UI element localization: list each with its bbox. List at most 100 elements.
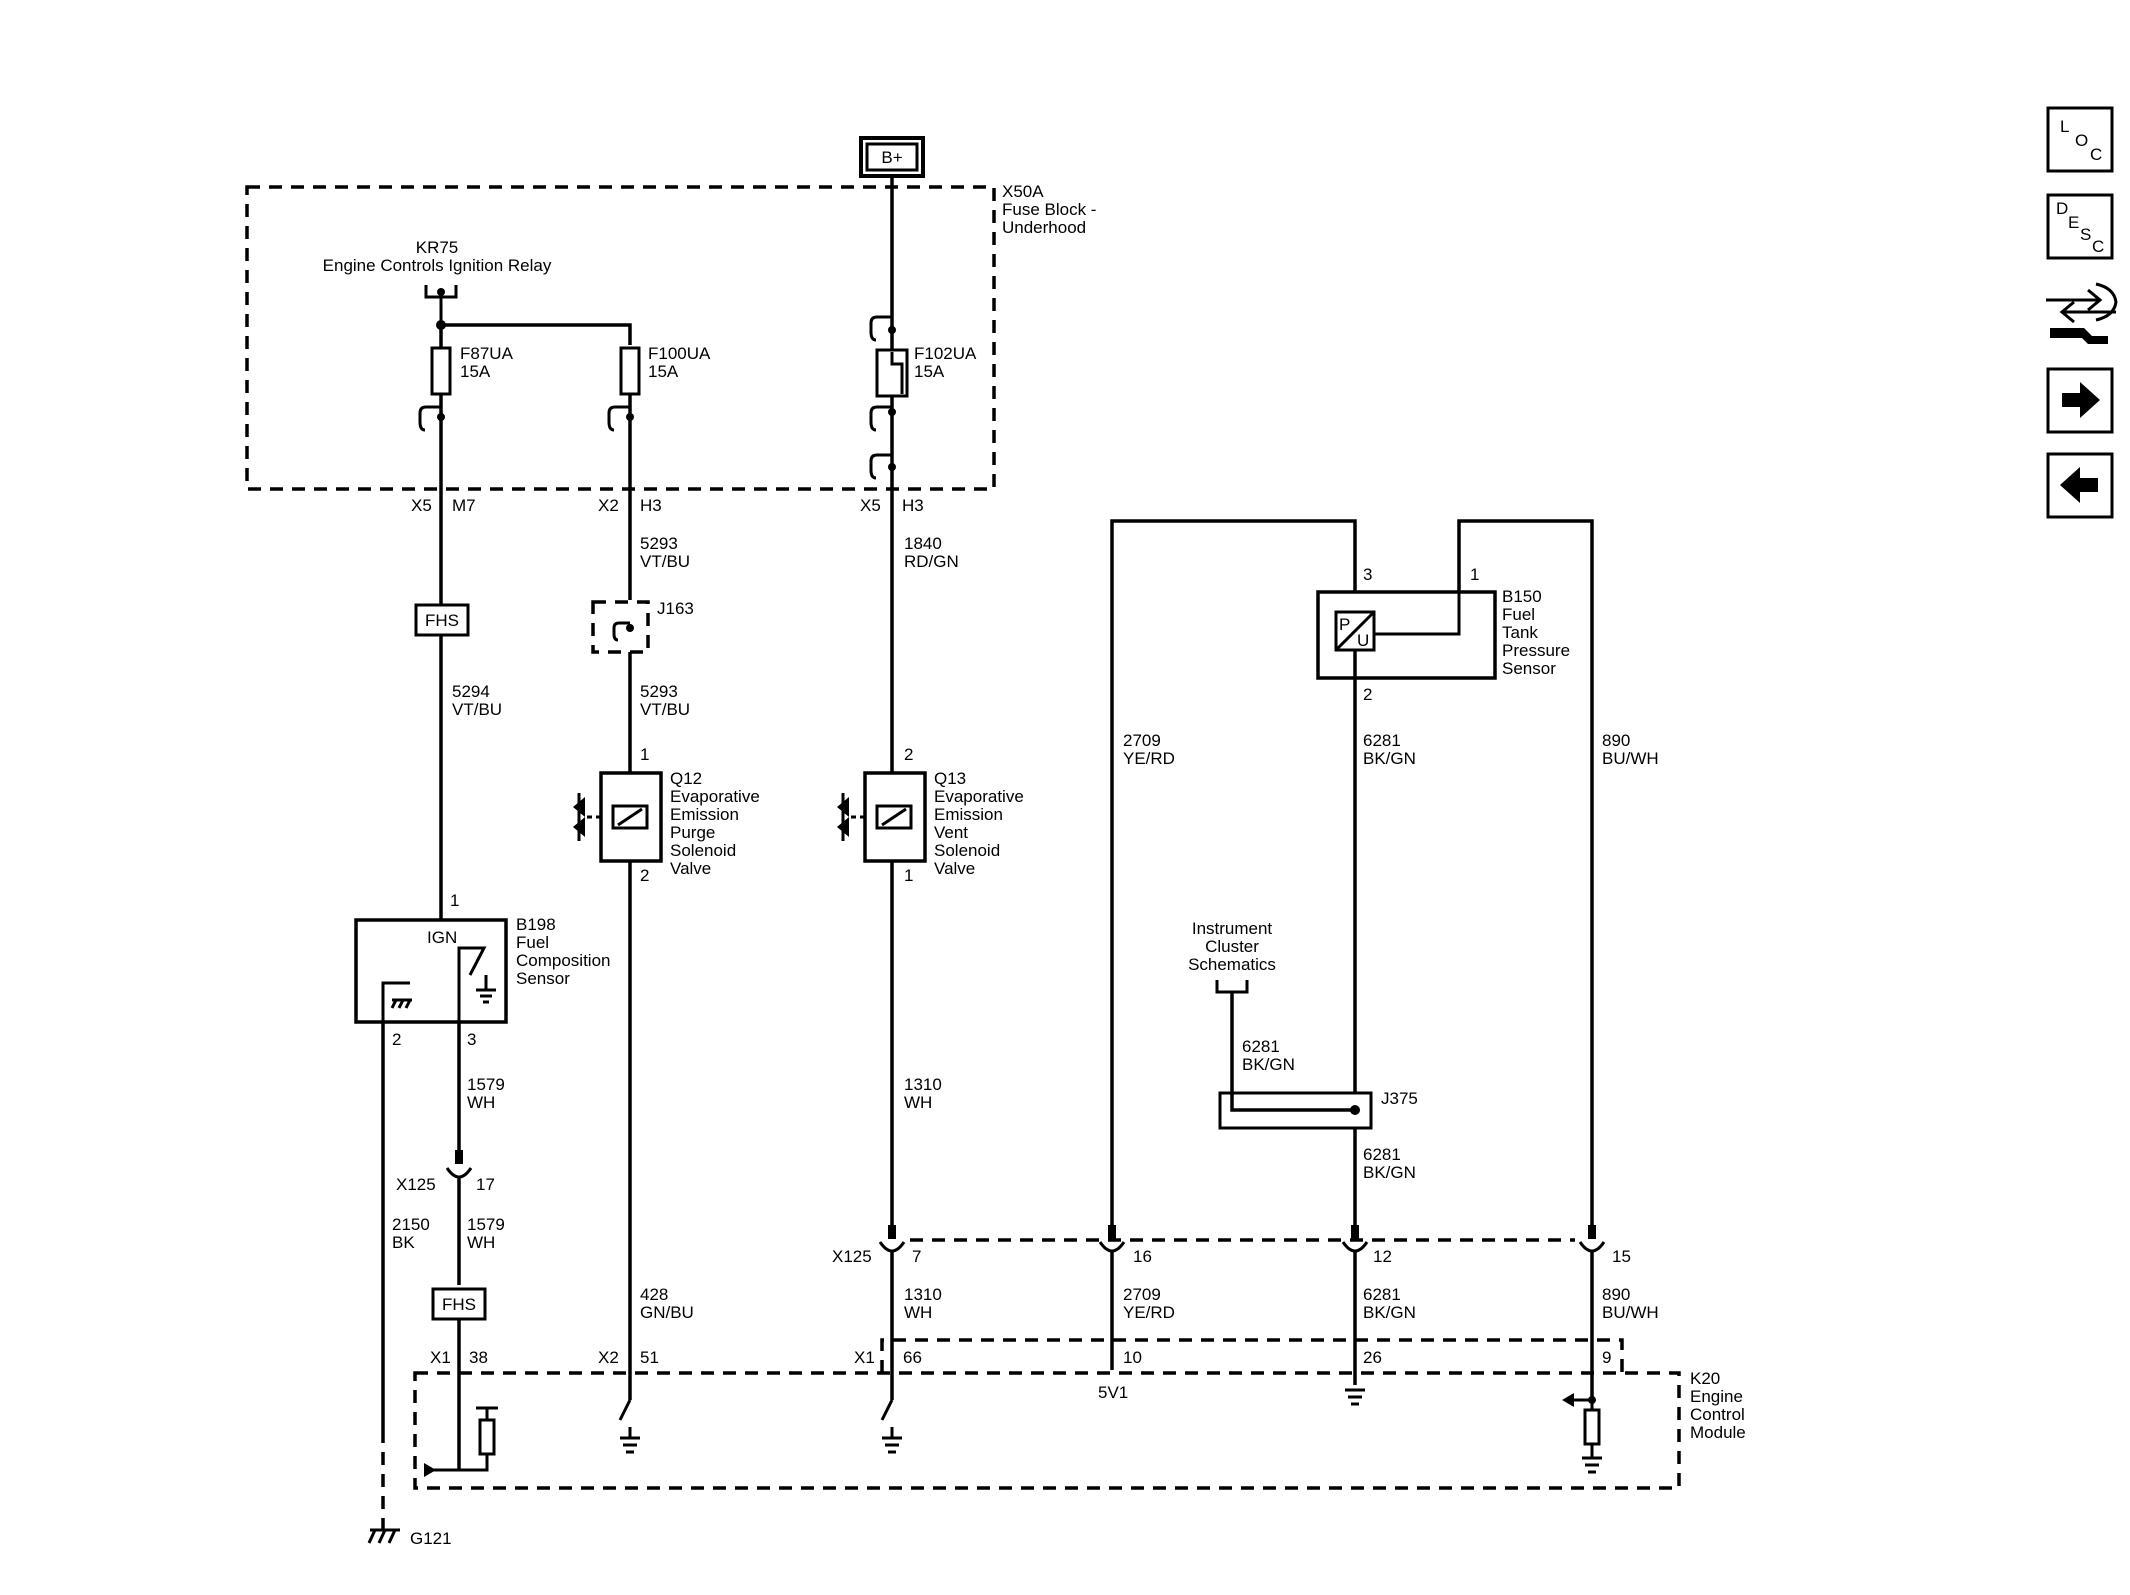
q12-line-4: Solenoid <box>670 841 736 860</box>
ecm-low-side-driver-icon <box>880 1399 902 1454</box>
connector-plug-icon <box>2095 282 2118 322</box>
wire-890b-color: BU/WH <box>1602 1303 1659 1322</box>
fuse-terminal-icon <box>869 453 892 480</box>
conn-x1-b: X1 <box>854 1348 875 1367</box>
fuse-f102ua-id: F102UA <box>914 344 977 363</box>
pin-38: 38 <box>469 1348 488 1367</box>
instrument-cluster-line-1[interactable]: Instrument <box>1192 919 1273 938</box>
inline-connector-icon <box>445 1167 473 1179</box>
description-button[interactable]: D E S C <box>2046 193 2114 260</box>
fuse-f100ua-id: F100UA <box>648 344 711 363</box>
b198-line-2: Composition <box>516 951 611 970</box>
q13-pin-top: 2 <box>904 745 913 764</box>
ecm-low-side-driver-icon <box>618 1399 640 1454</box>
q13-line-3: Vent <box>934 823 968 842</box>
fuse-block-id: X50A <box>1002 182 1044 201</box>
b150-pin-1: 1 <box>1470 565 1479 584</box>
pin-h3-b: H3 <box>902 496 924 515</box>
location-button[interactable]: L O C <box>2046 106 2114 173</box>
desc-letter-3: S <box>2080 225 2091 244</box>
wire-1840-color: RD/GN <box>904 552 959 571</box>
wire-2709a-circuit: 2709 <box>1123 731 1161 750</box>
b150-line-3: Pressure <box>1502 641 1570 660</box>
ecm-line-3: Module <box>1690 1423 1746 1442</box>
q12-line-1: Evaporative <box>670 787 760 806</box>
b198-line-3: Sensor <box>516 969 570 988</box>
wire-6281d-circuit: 6281 <box>1363 1285 1401 1304</box>
wire-1579b-circuit: 1579 <box>467 1215 505 1234</box>
b198-id: B198 <box>516 915 556 934</box>
pin-16: 16 <box>1133 1247 1152 1266</box>
ecm-input-arrow-icon <box>424 1463 436 1477</box>
pin-9: 9 <box>1602 1348 1611 1367</box>
conn-x2-a: X2 <box>598 496 619 515</box>
diagnostic-tools-button[interactable] <box>2046 282 2118 344</box>
ground-id: G121 <box>410 1529 452 1548</box>
pin-17: 17 <box>476 1175 495 1194</box>
splice-j375-label: J375 <box>1381 1089 1418 1108</box>
q13-id: Q13 <box>934 769 966 788</box>
wire-2150-color: BK <box>392 1233 415 1252</box>
ecm-x1-connector-outline <box>880 1338 1624 1373</box>
desc-letter-1: D <box>2056 199 2068 218</box>
fhs-splice-upper <box>414 603 470 637</box>
wire-5293a-circuit: 5293 <box>640 534 678 553</box>
pin-10: 10 <box>1123 1348 1142 1367</box>
q13-line-5: Valve <box>934 859 975 878</box>
pin-h3-a: H3 <box>640 496 662 515</box>
chassis-ground-symbol <box>381 981 412 1022</box>
pin-66: 66 <box>903 1348 922 1367</box>
fhs-label-upper: FHS <box>425 611 459 630</box>
fuse-f102ua-rating: 15A <box>914 362 945 381</box>
wire-2709b-circuit: 2709 <box>1123 1285 1161 1304</box>
power-source-label: B+ <box>881 148 902 167</box>
wire-6281b-color: BK/GN <box>1242 1055 1295 1074</box>
ecm-id: K20 <box>1690 1369 1720 1388</box>
q13-line-1: Evaporative <box>934 787 1024 806</box>
fuse-block-name-2: Underhood <box>1002 218 1086 237</box>
desc-letter-2: E <box>2068 213 2079 232</box>
wire-1840-circuit: 1840 <box>904 534 942 553</box>
loc-letter-1: L <box>2060 117 2069 136</box>
b150-symbol-u: U <box>1357 631 1369 650</box>
conn-x5-a: X5 <box>411 496 432 515</box>
wire-1579a-circuit: 1579 <box>467 1075 505 1094</box>
loc-letter-2: O <box>2075 131 2088 150</box>
wire-6281a-circuit: 6281 <box>1363 731 1401 750</box>
ecm-5v-reference: 5V1 <box>1098 1383 1128 1402</box>
fuel-composition-sensor <box>354 918 508 1024</box>
ecm-border <box>413 1371 1681 1490</box>
fuse-terminal-icon <box>418 405 441 432</box>
q13-pin-bottom: 1 <box>904 866 913 885</box>
conn-x125-b198: X125 <box>396 1175 436 1194</box>
desc-letter-4: C <box>2092 237 2104 256</box>
b198-pin-1: 1 <box>450 891 459 910</box>
ecm-line-1: Engine <box>1690 1387 1743 1406</box>
next-button[interactable] <box>2046 367 2114 434</box>
conn-x125-ecm: X125 <box>832 1247 872 1266</box>
wire-890a-circuit: 890 <box>1602 731 1630 750</box>
b198-ign-label: IGN <box>427 928 457 947</box>
conn-x2-b: X2 <box>598 1348 619 1367</box>
wrench-icon <box>2050 328 2108 344</box>
q12-line-2: Emission <box>670 805 739 824</box>
wire-1579b-color: WH <box>467 1233 495 1252</box>
ecm-signal-ground-icon <box>1345 1388 1365 1406</box>
b150-line-1: Fuel <box>1502 605 1535 624</box>
splice-j163-label: J163 <box>657 599 694 618</box>
instrument-cluster-line-3[interactable]: Schematics <box>1188 955 1276 974</box>
wire-2150-circuit: 2150 <box>392 1215 430 1234</box>
wire-890a-color: BU/WH <box>1602 749 1659 768</box>
b150-line-4: Sensor <box>1502 659 1556 678</box>
switch-ground-symbol <box>457 946 496 1022</box>
instrument-cluster-line-2[interactable]: Cluster <box>1205 937 1259 956</box>
relay-id: KR75 <box>416 238 459 257</box>
pin-7: 7 <box>912 1247 921 1266</box>
battery-positive-symbol: B+ <box>859 136 925 178</box>
fuse-terminal-icon <box>607 405 630 432</box>
fuse-f87ua-id: F87UA <box>460 344 514 363</box>
wire-1579a-color: WH <box>467 1093 495 1112</box>
wire-2709a-color: YE/RD <box>1123 749 1175 768</box>
previous-button[interactable] <box>2046 452 2114 519</box>
fuse-terminal-icon <box>869 405 892 432</box>
